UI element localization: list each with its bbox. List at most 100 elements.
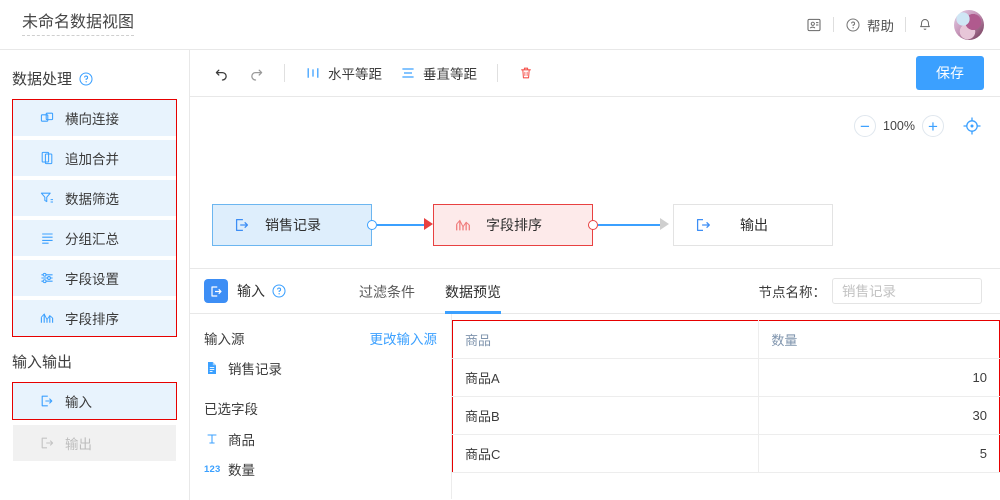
sidebar-item-label: 数据筛选 xyxy=(65,192,119,207)
table-row[interactable]: 商品A 10 xyxy=(452,358,1000,397)
table-row[interactable]: 商品C 5 xyxy=(452,434,1000,473)
contact-card-icon xyxy=(807,18,821,31)
redo-button[interactable] xyxy=(240,60,272,86)
redo-arrow-icon xyxy=(251,69,263,81)
help-label: 帮助 xyxy=(867,18,894,34)
vertical-distribute-button[interactable]: 垂直等距 xyxy=(392,58,485,88)
flow-canvas[interactable]: − 100% + xyxy=(190,97,1000,269)
sidebar-item-label: 字段排序 xyxy=(65,312,119,327)
page-title[interactable]: 未命名数据视图 xyxy=(22,13,135,36)
vertical-distribute-icon xyxy=(402,68,414,78)
flow-node-input[interactable]: 销售记录 xyxy=(212,204,372,246)
horizontal-join-icon xyxy=(40,112,54,122)
crosshair-fit-icon xyxy=(963,117,981,135)
panel-body: 输入源 更改输入源 销售记录 已选字段 xyxy=(190,314,1000,499)
file-icon xyxy=(208,362,216,374)
sidebar-io-group-input: 输入 xyxy=(12,382,177,420)
cell-quantity: 30 xyxy=(758,396,1000,435)
output-arrow-icon xyxy=(41,437,54,449)
change-source-link[interactable]: 更改输入源 xyxy=(369,332,438,347)
undo-arrow-icon xyxy=(215,69,227,81)
sidebar-item-horizontal-join[interactable]: 横向连接 xyxy=(13,100,176,136)
table-row[interactable]: 商品B 30 xyxy=(452,396,1000,435)
help-circle-icon xyxy=(846,17,860,32)
contact-card-button[interactable] xyxy=(795,17,833,33)
sidebar-item-output: 输出 xyxy=(13,425,176,461)
sidebar-item-label: 输入 xyxy=(65,395,92,410)
port-output-sales[interactable] xyxy=(367,220,377,230)
sidebar-item-append-merge[interactable]: 追加合并 xyxy=(13,140,176,176)
zoom-in-button[interactable]: + xyxy=(922,115,944,137)
sidebar: 数据处理 横向连接 追加合并 xyxy=(0,50,190,500)
field-settings-icon xyxy=(41,272,53,284)
sidebar-item-label: 横向连接 xyxy=(65,112,119,127)
panel-badge xyxy=(204,279,228,303)
panel-tabs: 过滤条件 数据预览 xyxy=(359,269,501,314)
fields-label: 已选字段 xyxy=(204,402,258,417)
tab-filter-conditions[interactable]: 过滤条件 xyxy=(359,283,415,300)
cell-product: 商品C xyxy=(452,434,760,473)
sidebar-section-io-title: 输入输出 xyxy=(12,354,73,371)
sidebar-item-label: 分组汇总 xyxy=(65,232,119,247)
data-preview-column: 商品 数量 商品A 10 商品B 30 xyxy=(452,314,1000,499)
sidebar-item-label: 追加合并 xyxy=(65,152,119,167)
delete-button[interactable] xyxy=(510,60,542,86)
column-header-quantity[interactable]: 数量 xyxy=(758,320,1000,359)
notifications-button[interactable] xyxy=(906,17,944,33)
node-name-group: 节点名称： xyxy=(759,278,987,304)
text-type-icon xyxy=(207,434,217,444)
data-preview-table: 商品 数量 商品A 10 商品B 30 xyxy=(452,320,1000,473)
sidebar-item-group-summary[interactable]: 分组汇总 xyxy=(13,220,176,256)
horizontal-distribute-icon xyxy=(307,68,319,78)
output-arrow-icon xyxy=(696,218,710,232)
zoom-level: 100% xyxy=(883,119,915,133)
field-name: 商品 xyxy=(228,433,255,448)
undo-button[interactable] xyxy=(206,60,238,86)
sidebar-item-field-settings[interactable]: 字段设置 xyxy=(13,260,176,296)
input-arrow-icon xyxy=(41,395,53,407)
avatar[interactable] xyxy=(954,9,984,40)
source-value: 销售记录 xyxy=(228,362,282,377)
panel-header: 输入 过滤条件 数据预览 节点名称： xyxy=(190,269,1000,314)
sidebar-item-field-sort[interactable]: 字段排序 xyxy=(13,300,176,336)
trash-icon xyxy=(521,67,531,79)
sidebar-item-data-filter[interactable]: 数据筛选 xyxy=(13,180,176,216)
field-sort-icon xyxy=(40,313,54,323)
help-button[interactable]: 帮助 xyxy=(834,15,905,35)
flow-node-label: 输出 xyxy=(740,217,768,233)
divider xyxy=(905,17,906,32)
input-arrow-icon xyxy=(210,285,222,297)
flow-node-field-sort[interactable]: 字段排序 xyxy=(433,204,593,246)
flow-node-label: 销售记录 xyxy=(265,217,321,233)
filter-funnel-icon xyxy=(40,192,53,203)
bell-icon xyxy=(920,18,930,30)
group-summary-icon xyxy=(42,233,53,244)
sidebar-item-input[interactable]: 输入 xyxy=(13,383,176,419)
help-circle-icon[interactable] xyxy=(271,283,287,299)
node-name-input[interactable] xyxy=(832,278,982,304)
column-header-product[interactable]: 商品 xyxy=(452,320,760,359)
source-row: 输入源 更改输入源 xyxy=(204,328,437,348)
source-value-row[interactable]: 销售记录 xyxy=(204,358,437,378)
cell-product: 商品A xyxy=(452,358,760,397)
field-item[interactable]: 123 数量 xyxy=(204,459,437,479)
edge-sort-to-output xyxy=(598,224,663,226)
field-item[interactable]: 商品 xyxy=(204,429,437,449)
arrow-head-sort xyxy=(424,218,433,230)
number-type-icon: 123 xyxy=(204,463,221,475)
tab-data-preview[interactable]: 数据预览 xyxy=(445,282,501,314)
fit-to-screen-button[interactable] xyxy=(962,116,982,136)
divider xyxy=(284,64,285,82)
top-bar: 未命名数据视图 帮助 xyxy=(0,0,1000,50)
topbar-actions: 帮助 xyxy=(795,0,1000,50)
horizontal-distribute-button[interactable]: 水平等距 xyxy=(297,58,390,88)
help-circle-icon[interactable] xyxy=(78,71,94,87)
sidebar-section-title: 数据处理 xyxy=(12,71,73,88)
vertical-distribute-label: 垂直等距 xyxy=(423,67,477,82)
save-button[interactable]: 保存 xyxy=(916,56,984,90)
zoom-out-button[interactable]: − xyxy=(854,115,876,137)
flow-node-output[interactable]: 输出 xyxy=(673,204,833,246)
port-output-sort[interactable] xyxy=(588,220,598,230)
editor-toolbar: 水平等距 垂直等距 保存 xyxy=(190,50,1000,97)
